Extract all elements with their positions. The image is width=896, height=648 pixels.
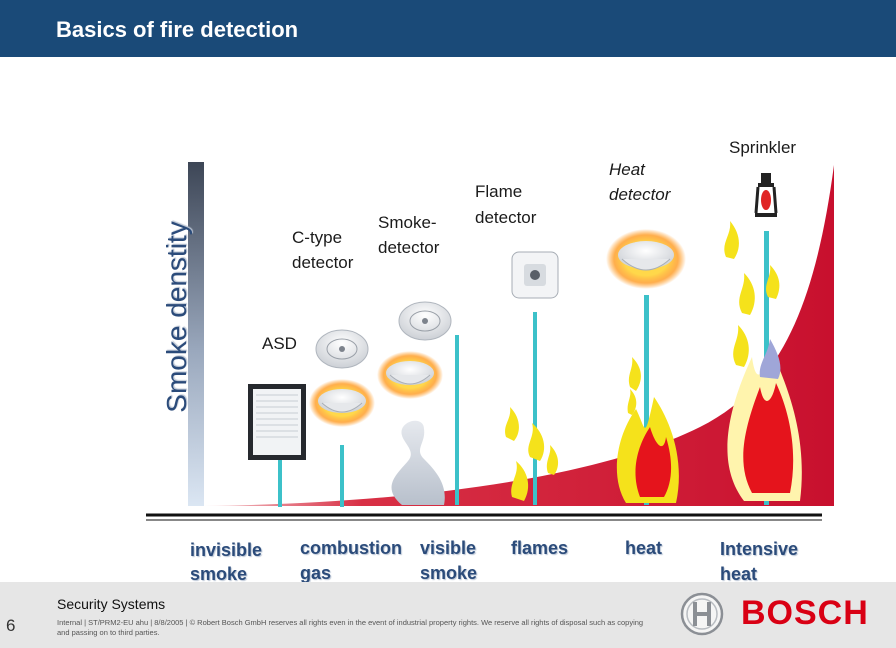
stage-3-line2: smoke bbox=[420, 563, 478, 583]
density-axis-bar bbox=[188, 162, 204, 506]
c-type-label-line1: C-type bbox=[292, 228, 343, 247]
c-type-detector-icon bbox=[315, 329, 369, 369]
smoke-detector-label-line1: Smoke- bbox=[378, 213, 437, 232]
smoke-detector-glow-icon bbox=[377, 351, 443, 399]
fire-detection-diagram: Smoke denstity ASD C-type detector Smoke… bbox=[0, 57, 896, 584]
header-bar: Basics of fire detection bbox=[0, 0, 896, 57]
stage-3-line1: visible bbox=[420, 538, 477, 558]
stage-1-line1: invisible bbox=[190, 540, 263, 560]
smoke-detector-icon bbox=[398, 301, 452, 341]
heat-flame-icon bbox=[616, 357, 679, 503]
c-type-detector-glow-icon bbox=[309, 379, 375, 427]
heat-detector-glow-icon bbox=[606, 229, 686, 289]
bosch-wordmark: BOSCH bbox=[741, 594, 869, 632]
division-name: Security Systems bbox=[57, 596, 166, 612]
c-type-label-line2: detector bbox=[292, 253, 354, 272]
y-axis-label: Smoke denstity bbox=[161, 221, 192, 413]
heat-detector-label-line2: detector bbox=[609, 185, 671, 204]
flame-detector-icon bbox=[511, 251, 559, 299]
legal-notice: Internal | ST/PRM2-EU ahu | 8/8/2005 | ©… bbox=[57, 618, 644, 637]
smoke-plume-icon bbox=[391, 420, 445, 505]
stage-2-line1: combustion bbox=[300, 538, 402, 558]
page-number: 6 bbox=[6, 616, 16, 635]
smoke-detector-label-line2: detector bbox=[378, 238, 440, 257]
flame-detector-label-line2: detector bbox=[475, 208, 537, 227]
slide-title: Basics of fire detection bbox=[56, 17, 299, 42]
stage-1-line2: smoke bbox=[190, 564, 248, 584]
stage-6-line2: heat bbox=[720, 564, 758, 584]
diagram-graphics bbox=[146, 162, 834, 521]
asd-label: ASD bbox=[262, 334, 297, 353]
stage-2-line2: gas bbox=[300, 563, 332, 583]
footer: 6 Security Systems Internal | ST/PRM2-EU… bbox=[0, 582, 896, 648]
flame-detector-label-line1: Flame bbox=[475, 182, 523, 201]
bosch-armature-logo-icon bbox=[680, 592, 724, 636]
sprinkler-label: Sprinkler bbox=[729, 138, 797, 157]
sprinkler-icon bbox=[754, 173, 778, 217]
stage-5-line1: heat bbox=[625, 538, 663, 558]
stage-4-line1: flames bbox=[511, 538, 569, 558]
small-flames-icon bbox=[505, 407, 559, 501]
intense-flame-icon bbox=[724, 221, 802, 501]
asd-unit-icon bbox=[248, 384, 306, 460]
heat-detector-label-line1: Heat bbox=[609, 160, 645, 179]
stage-6-line1: Intensive bbox=[720, 539, 799, 559]
